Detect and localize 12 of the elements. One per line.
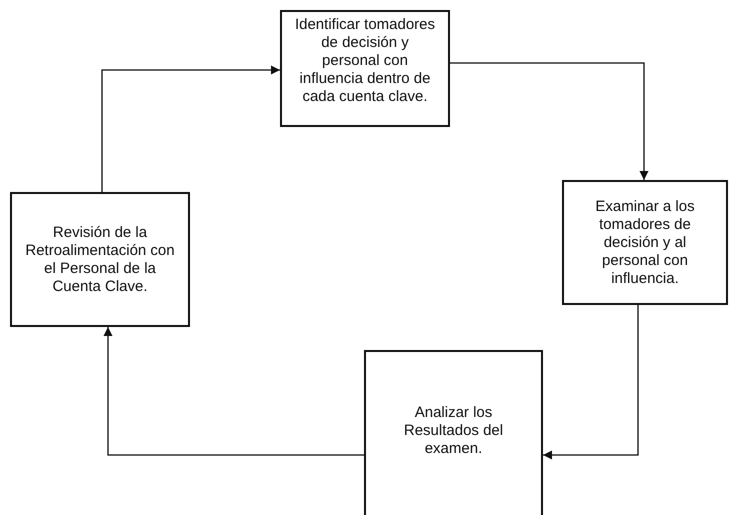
process-box (280, 10, 450, 127)
process-box (364, 350, 543, 515)
arrow (450, 62, 649, 180)
process-box (562, 180, 728, 305)
arrow (103, 327, 364, 456)
process-box (10, 192, 190, 327)
box-text: Examinar a los tomadores de decisión y al personal con influencia. (594, 198, 696, 288)
box-text: Revisión de la Retroalimentación con el Personal de la Cuenta Clave. (24, 224, 176, 296)
arrow (101, 65, 280, 192)
box-text: Identificar tomadores de decisión y personal con influencia dentro de cada cuenta clave. (294, 16, 436, 106)
box-text: Analizar los Resultados del examen. (402, 404, 504, 458)
arrow (543, 305, 639, 460)
